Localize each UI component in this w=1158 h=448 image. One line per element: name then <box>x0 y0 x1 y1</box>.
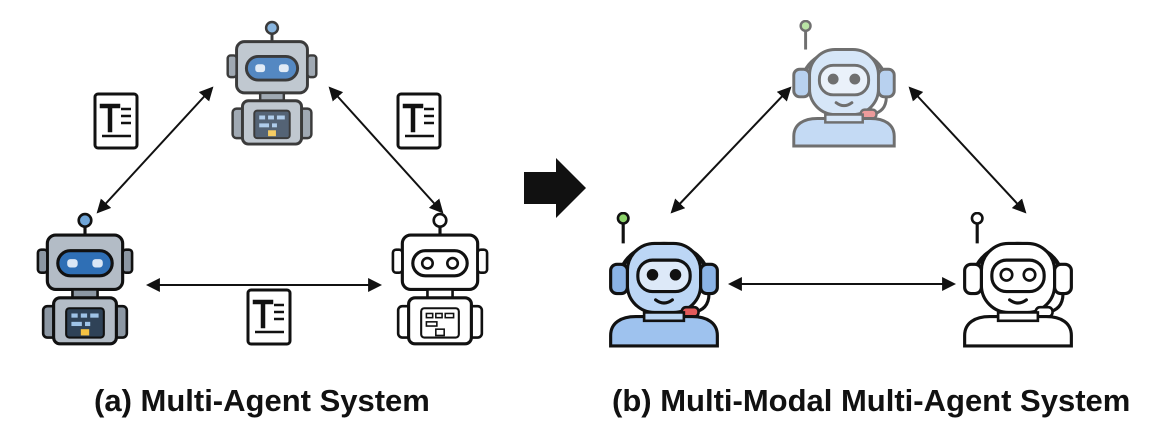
right-arrow-icon <box>524 158 586 218</box>
text-document-icon-left <box>95 94 137 148</box>
headset-robot-icon-bottom-left <box>611 213 718 346</box>
arrow-top-to-left <box>96 86 214 214</box>
audio-waveform-icon-bottom <box>813 285 871 355</box>
headset-robot-icon-top <box>791 20 897 148</box>
panel-b <box>611 20 1072 355</box>
robot-icon-bottom-right <box>391 212 489 346</box>
caption-panel-b: (b) Multi-Modal Multi-Agent System <box>612 383 1131 418</box>
text-document-icon-bottom <box>248 290 290 344</box>
arrow-top-to-right <box>328 86 444 214</box>
audio-waveform-icon-right <box>961 85 1019 155</box>
robot-icon-bottom-left <box>36 212 134 346</box>
arrow-top-to-left-b <box>670 86 792 214</box>
text-document-icon-right <box>398 94 440 148</box>
audio-waveform-icon-left <box>667 87 725 157</box>
robot-icon-top <box>226 20 318 146</box>
headset-robot-icon-bottom-right <box>965 213 1072 346</box>
arrow-top-to-right-b <box>908 86 1027 214</box>
panel-a <box>36 20 489 346</box>
caption-panel-a: (a) Multi-Agent System <box>94 383 430 418</box>
